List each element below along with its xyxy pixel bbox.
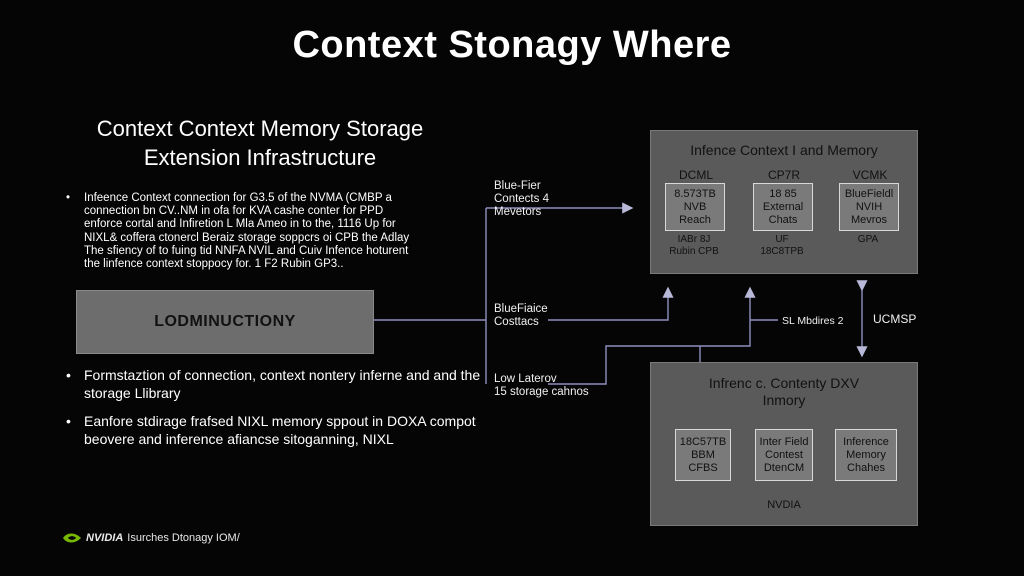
top-inference-panel: Infence Context I and Memory DCML CP7R V…: [650, 130, 918, 274]
label-sl-mbdires: SL Mbdires 2: [782, 315, 844, 327]
column-head-dcml: DCML: [678, 168, 713, 182]
connector-low-latency-up: [548, 286, 756, 385]
card-vcmk: BlueFieldl NVIH Mevros: [839, 183, 899, 231]
column-foot-cp7r: UF 18C8TPB: [760, 234, 804, 257]
column-head-cp7r: CP7R: [767, 168, 800, 182]
label-bluefiaice: BlueFiaice Costtacs: [494, 303, 548, 328]
slide-footer: NVIDIA Isurches Dtonagy IOM/: [62, 532, 240, 544]
footer-brand: NVIDIA: [86, 532, 124, 544]
bullet-continuation: enforce cortal and Infiretion L Mla Ameo…: [84, 218, 396, 231]
subtitle-line-1: Context Context Memory Storage: [96, 116, 424, 141]
top-bullet-list: Infeence Context connection for G3.5 of …: [64, 192, 474, 271]
bullet-item: Infeence Context connection for G3.5 of …: [64, 192, 474, 205]
bullet-item: Eanfore stdirage frafsed NIXL memory spp…: [64, 412, 484, 448]
footer-text: Isurches Dtonagy IOM/: [127, 532, 240, 544]
bullet-continuation: The sfiency of to fuing tid NNFA NVIL an…: [84, 244, 409, 257]
label-low-latency: Low Laterov 15 storage cahnos: [494, 373, 589, 398]
lodminunctiony-box: LODMINUCTIONY: [76, 290, 374, 354]
bullet-item: Formstaztion of connection, context nont…: [64, 366, 484, 402]
nvidia-logo-icon: [63, 533, 81, 543]
column-foot-vcmk: GPA: [857, 234, 879, 245]
bottom-bullet-list: Formstaztion of connection, context nont…: [64, 366, 484, 458]
card-inference-memory: Inference Memory Chahes: [835, 429, 897, 481]
card-cp7r: 18 85 External Chats: [753, 183, 813, 231]
bullet-continuation: the linfence context stoppocy for. 1 F2 …: [84, 258, 344, 271]
column-head-vcmk: VCMK: [852, 168, 888, 182]
connector-bluefiaice-up: [548, 286, 674, 321]
card-18c57tb: 18C57TB BBM CFBS: [675, 429, 731, 481]
bottom-inference-panel: Infrenc c. Contenty DXV Inmory 18C57TB B…: [650, 362, 918, 526]
top-panel-title: Infence Context I and Memory: [690, 142, 878, 158]
bullet-continuation: NIXL& coffera ctonercl Beraiz storage so…: [84, 231, 410, 244]
bullet-continuation: connection bn CV..NM in ofa for KVA cash…: [84, 205, 384, 218]
card-inter-field: Inter Field Contest DtenCM: [755, 429, 813, 481]
slide-title: Context Stonagy Where: [292, 24, 732, 66]
section-subtitle: Context Context Memory Storage Extension…: [50, 114, 470, 172]
label-ucmsp: UCMSP: [873, 312, 917, 326]
bottom-panel-footer: NVDIA: [767, 499, 801, 511]
card-dcml: 8.573TB NVB Reach: [665, 183, 725, 231]
label-blue-fier: Blue-Fier Contects 4 Mevetors: [494, 180, 549, 218]
column-foot-dcml: IABr 8J Rubin CPB: [669, 234, 719, 257]
bottom-panel-title: Infrenc c. Contenty DXV Inmory: [708, 375, 860, 408]
subtitle-line-2: Extension Infrastructure: [143, 145, 377, 170]
